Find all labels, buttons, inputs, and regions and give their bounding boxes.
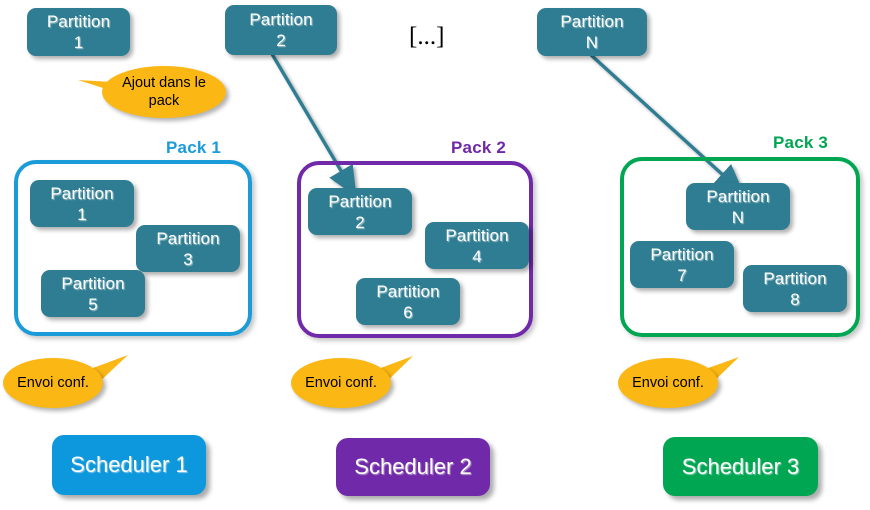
partition-number: 1 (77, 204, 87, 224)
incoming-partition-2[interactable]: Partition 2 (225, 5, 337, 55)
pack-2-container[interactable] (297, 161, 533, 338)
callout-send-conf-2: Envoi conf. (291, 358, 391, 408)
scheduler-2-box[interactable]: Scheduler 2 (336, 438, 490, 496)
partition-label: Partition (763, 268, 827, 288)
pack-1-partition-1[interactable]: Partition 1 (30, 180, 134, 227)
partition-number: 2 (355, 212, 365, 232)
partition-label: Partition (61, 273, 125, 293)
partition-label: Partition (376, 281, 440, 301)
pack-1-label: Pack 1 (166, 138, 222, 157)
partition-label: Partition (50, 183, 114, 203)
partition-label: Partition (46, 12, 111, 31)
pack-3-label: Pack 3 (773, 133, 829, 152)
scheduler-1-box[interactable]: Scheduler 1 (52, 435, 206, 495)
partition-number: 3 (183, 249, 193, 269)
partition-number: N (585, 33, 599, 52)
callout-line-1: Envoi conf. (17, 375, 89, 391)
callout-line-2: pack (148, 93, 180, 109)
partition-label: Partition (706, 186, 770, 206)
pack-2-partition-6[interactable]: Partition 6 (356, 278, 460, 325)
partition-number: 8 (790, 289, 800, 309)
pack-2-label: Pack 2 (451, 138, 507, 157)
partition-label: Partition (560, 12, 624, 31)
partition-label: Partition (445, 225, 509, 245)
callout-line-1: Envoi conf. (632, 375, 704, 391)
partition-label: Partition (249, 10, 313, 29)
incoming-partition-n[interactable]: Partition N (537, 8, 647, 56)
partition-number: 2 (276, 31, 286, 50)
partition-label: Partition (156, 228, 220, 248)
partition-label: Partition (650, 244, 714, 264)
scheduler-label: Scheduler 1 (70, 452, 188, 477)
pack-1-partition-5[interactable]: Partition 5 (41, 270, 145, 317)
pack-3-partition-n[interactable]: Partition N (686, 183, 790, 230)
pack-1-container[interactable] (14, 160, 252, 336)
callout-add-to-pack: Ajout dans le pack (102, 66, 226, 118)
incoming-partition-1[interactable]: Partition 1 (27, 8, 130, 56)
pack-3-container[interactable] (620, 157, 860, 337)
callout-line-1: Ajout dans le (122, 75, 206, 91)
partition-number: 5 (88, 294, 98, 314)
partition-number: 1 (73, 33, 84, 52)
partition-label: Partition (328, 191, 392, 211)
callout-send-conf-3: Envoi conf. (618, 358, 718, 408)
pack-2-partition-2[interactable]: Partition 2 (308, 188, 412, 235)
callout-send-conf-1: Envoi conf. (3, 358, 103, 408)
scheduler-label: Scheduler 3 (681, 453, 800, 479)
partition-number: N (731, 207, 745, 227)
partition-number: 7 (677, 265, 687, 285)
callout-line-1: Envoi conf. (305, 375, 377, 391)
ellipsis-marker: [...] (409, 23, 445, 50)
partition-number: 6 (403, 302, 413, 322)
pack-2-partition-4[interactable]: Partition 4 (425, 222, 529, 269)
pack-1-partition-3[interactable]: Partition 3 (136, 225, 240, 272)
partition-number: 4 (472, 246, 482, 266)
pack-3-partition-7[interactable]: Partition 7 (630, 241, 734, 288)
scheduler-label: Scheduler 2 (354, 454, 472, 479)
pack-3-partition-8[interactable]: Partition 8 (743, 265, 847, 312)
scheduler-3-box[interactable]: Scheduler 3 (663, 437, 818, 496)
